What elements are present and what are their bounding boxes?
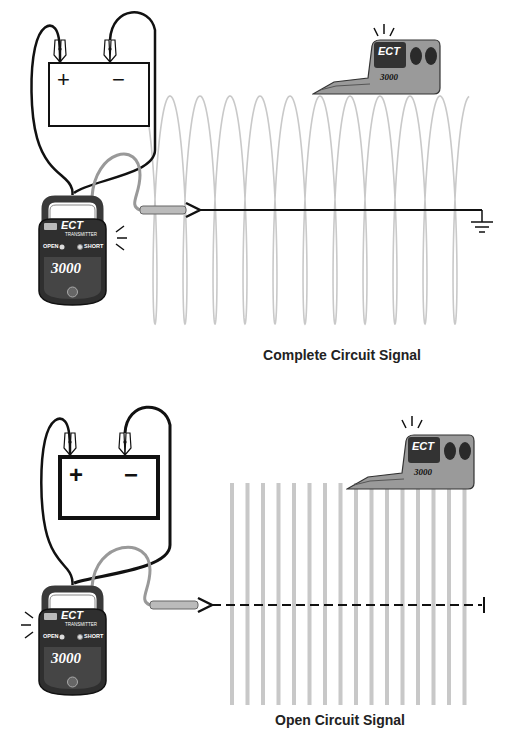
signal-bar <box>292 483 296 705</box>
signal-bar <box>447 483 451 705</box>
terminal-sign: + <box>57 69 70 91</box>
clip-jaw <box>186 203 200 217</box>
transmitter: ECT TRANSMITTER OPEN SHORT 3000 <box>35 585 110 697</box>
signal-bar <box>230 483 234 705</box>
transmitter: ECT TRANSMITTER OPEN SHORT 3000 <box>35 195 110 307</box>
signal-bar <box>385 483 389 705</box>
device-label: ECT <box>61 220 83 231</box>
broken-wire <box>212 604 482 606</box>
signal-bar <box>432 483 436 705</box>
ground-symbol <box>471 210 493 232</box>
signal-bar <box>339 483 343 705</box>
signal-bar <box>246 483 250 705</box>
device-label: SHORT <box>84 244 103 250</box>
receiver-body <box>346 433 476 491</box>
signal-bar <box>354 483 358 705</box>
terminal-sign: + <box>69 463 83 487</box>
signal-bar <box>323 483 327 705</box>
device-label: 3000 <box>51 651 81 666</box>
transmitter-body <box>35 585 110 697</box>
signal-bar <box>277 483 281 705</box>
alligator-clip <box>104 40 116 62</box>
signal-bar <box>308 483 312 705</box>
device-label: 3000 <box>414 468 432 477</box>
signal-bar <box>416 483 420 705</box>
receiver: ECT 3000 <box>312 38 442 96</box>
receiver-body <box>312 38 442 96</box>
wire-end <box>483 597 485 613</box>
battery: +− <box>58 455 160 520</box>
receiver: ECT 3000 <box>346 433 476 491</box>
device-label: TRANSMITTER <box>65 233 97 238</box>
device-label: OPEN <box>43 244 59 250</box>
clip-jaw <box>198 598 212 612</box>
device-label: ECT <box>378 46 400 57</box>
signal-bar <box>370 483 374 705</box>
caption-label: Open Circuit Signal <box>275 712 405 728</box>
terminal-sign: − <box>112 69 125 91</box>
spark <box>21 612 33 638</box>
alligator-clip <box>119 433 131 455</box>
caption-label: Complete Circuit Signal <box>263 347 421 363</box>
spark <box>116 226 127 250</box>
spark <box>374 24 394 36</box>
device-label: ECT <box>61 610 83 621</box>
device-label: 3000 <box>51 261 81 276</box>
device-label: SHORT <box>84 634 103 640</box>
terminal-sign: − <box>124 463 138 487</box>
battery: +− <box>48 62 150 127</box>
signal-bar <box>261 483 265 705</box>
device-label: 3000 <box>380 73 398 82</box>
transmitter-body <box>35 195 110 307</box>
device-label: OPEN <box>43 634 59 640</box>
signal-bar <box>401 483 405 705</box>
signal-bars <box>232 483 465 705</box>
device-label: TRANSMITTER <box>65 623 97 628</box>
signal-bar <box>463 483 467 705</box>
spark <box>402 416 422 428</box>
wire <box>200 209 482 211</box>
device-label: ECT <box>412 441 434 452</box>
lead-clip <box>140 206 186 214</box>
lead-clip <box>150 601 198 609</box>
